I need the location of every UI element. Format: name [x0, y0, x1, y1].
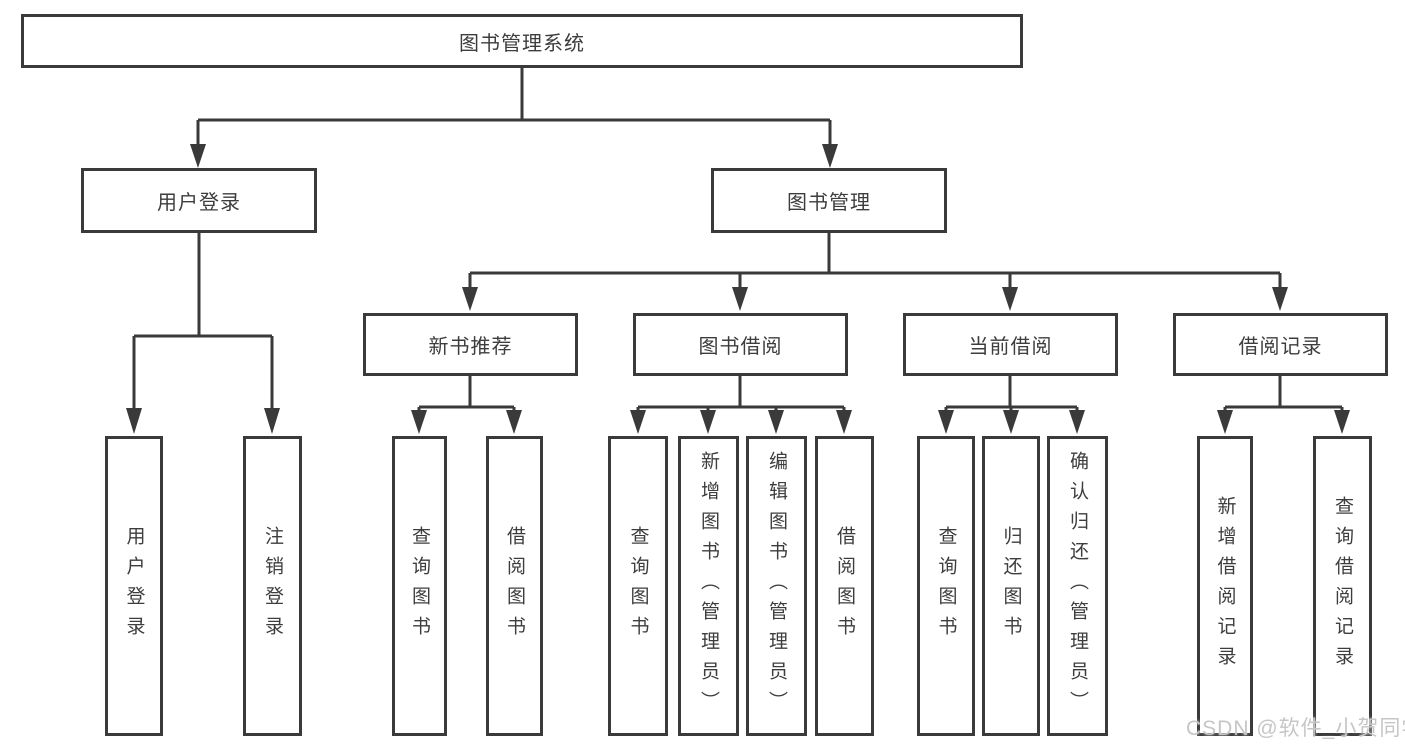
- arrow-down-icon: [1217, 410, 1350, 434]
- node-label: 图书管理: [787, 192, 871, 214]
- leaf-query-books-3: 查询图书: [917, 436, 975, 736]
- connector-root: [190, 68, 838, 168]
- node-current-borrow: 当前借阅: [903, 313, 1118, 376]
- arrow-down-icon: [630, 410, 852, 434]
- node-label: 新增图书（管理员）: [698, 451, 719, 721]
- connector-new-book: [411, 376, 522, 434]
- leaf-query-books-1: 查询图书: [392, 436, 447, 736]
- node-book-borrow: 图书借阅: [633, 313, 848, 376]
- node-user-login: 用户登录: [81, 168, 317, 233]
- node-label: 编辑图书（管理员）: [766, 451, 787, 721]
- node-label: 查询借阅记录: [1332, 496, 1353, 676]
- leaf-add-borrow-record: 新增借阅记录: [1197, 436, 1253, 736]
- node-new-book-recommend: 新书推荐: [363, 313, 578, 376]
- node-label: 确认归还（管理员）: [1067, 451, 1088, 721]
- node-label: 注销登录: [262, 526, 283, 646]
- arrow-down-icon: [190, 144, 838, 168]
- node-root-label: 图书管理系统: [459, 32, 585, 55]
- arrow-down-icon: [462, 287, 1288, 311]
- node-label: 借阅图书: [504, 526, 525, 646]
- csdn-watermark: CSDN @软件_小贺同学: [1186, 717, 1405, 740]
- node-label: 借阅图书: [834, 526, 855, 646]
- connector-book-management: [462, 233, 1288, 311]
- arrow-down-icon: [411, 410, 522, 434]
- arrow-down-icon: [126, 408, 280, 434]
- node-label: 当前借阅: [968, 336, 1053, 358]
- leaf-borrow-books-1: 借阅图书: [486, 436, 543, 736]
- node-label: 用户登录: [123, 526, 145, 646]
- leaf-return-books: 归还图书: [982, 436, 1040, 736]
- leaf-user-login: 用户登录: [105, 436, 163, 736]
- node-label: 用户登录: [157, 192, 241, 214]
- connector-current-borrow: [938, 376, 1085, 434]
- node-root: 图书管理系统: [21, 14, 1023, 68]
- node-label: 新书推荐: [428, 336, 513, 358]
- connector-user-login: [126, 233, 280, 434]
- node-label: 查询图书: [935, 526, 957, 646]
- node-book-management: 图书管理: [711, 168, 947, 233]
- node-label: 归还图书: [1000, 526, 1022, 646]
- node-label: 图书借阅: [698, 336, 783, 358]
- leaf-edit-books-admin: 编辑图书（管理员）: [746, 436, 807, 736]
- node-label: 查询图书: [627, 526, 649, 646]
- leaf-logout: 注销登录: [243, 436, 302, 736]
- leaf-query-borrow-record: 查询借阅记录: [1313, 436, 1372, 736]
- leaf-add-books-admin: 新增图书（管理员）: [678, 436, 739, 736]
- connector-book-borrow: [630, 376, 852, 434]
- arrow-down-icon: [938, 410, 1085, 434]
- node-label: 查询图书: [409, 526, 430, 646]
- node-label: 新增借阅记录: [1214, 496, 1236, 676]
- leaf-borrow-books-2: 借阅图书: [815, 436, 874, 736]
- connector-borrow-records: [1217, 376, 1350, 434]
- node-borrow-records: 借阅记录: [1173, 313, 1388, 376]
- leaf-query-books-2: 查询图书: [608, 436, 668, 736]
- node-label: 借阅记录: [1238, 336, 1323, 358]
- leaf-confirm-return-admin: 确认归还（管理员）: [1047, 436, 1108, 736]
